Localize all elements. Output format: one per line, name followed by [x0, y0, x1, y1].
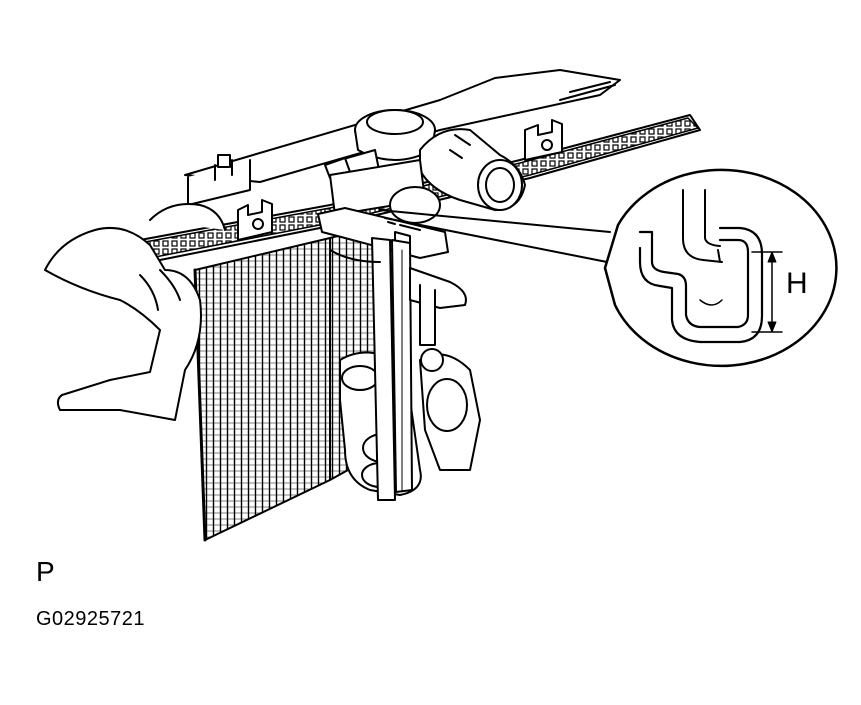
- mount-bracket-left: [237, 199, 273, 241]
- view-label: P: [36, 556, 55, 587]
- vernier-caliper: [317, 207, 467, 501]
- dimension-h-label: H: [786, 267, 808, 300]
- figure-id: G02925721: [36, 608, 146, 630]
- filler-neck-inlet: [329, 128, 526, 224]
- detail-callout: H: [603, 168, 838, 368]
- detail-leader: [379, 209, 611, 263]
- mount-bracket-right: [524, 119, 563, 161]
- left-hand: [44, 226, 202, 421]
